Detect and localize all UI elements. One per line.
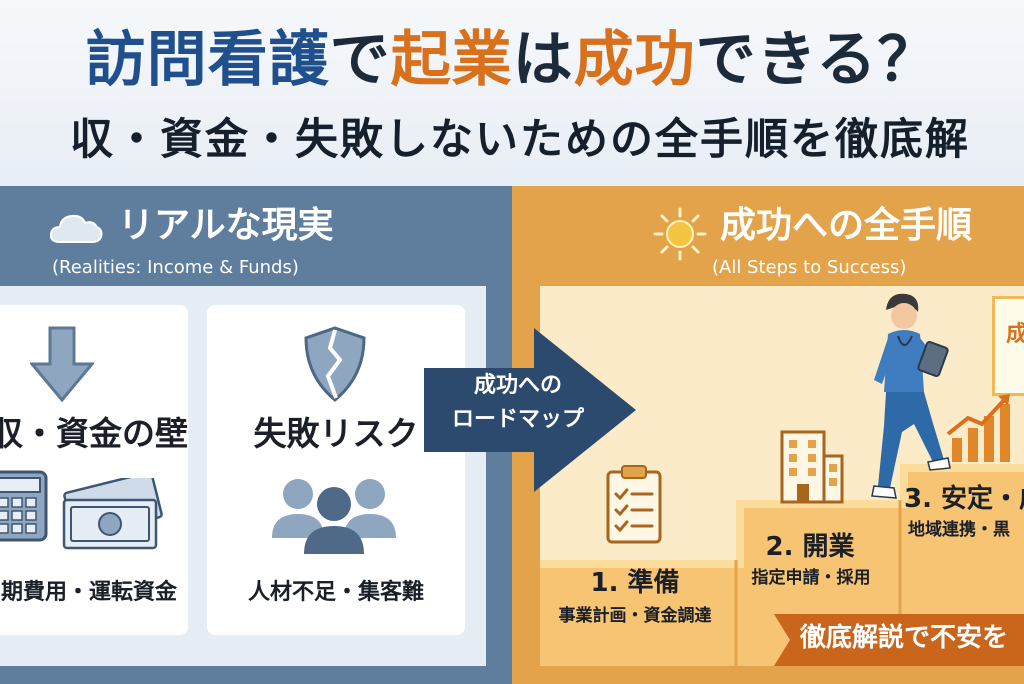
title-part-1: 訪問看護 xyxy=(85,25,330,95)
banknotes-icon xyxy=(62,478,163,550)
page-subtitle: 収・資金・失敗しないための全手順を徹底解 xyxy=(70,115,970,165)
title-part-2: で xyxy=(329,25,391,95)
title-part-4: は xyxy=(512,25,574,95)
step-1-title: 1. 準備 xyxy=(590,568,680,598)
success-sign-text: 成 xyxy=(1006,322,1024,347)
title-part-5: 成功 xyxy=(573,25,696,95)
left-panel-subtitle: (Realities: Income & Funds) xyxy=(52,257,299,278)
growth-chart-icon xyxy=(946,394,1010,462)
header xyxy=(0,0,1024,186)
step-3-desc: 地域連携・黒 xyxy=(908,520,1010,540)
roadmap-arrow-label-2: ロードマップ xyxy=(451,407,584,432)
card-funds-heading: 収・資金の壁 xyxy=(0,414,188,453)
title-part-3: 起業 xyxy=(390,25,513,95)
success-sign xyxy=(992,296,1024,396)
banner-ribbon xyxy=(774,614,1024,666)
nurse-figure xyxy=(871,293,951,499)
cloud-icon xyxy=(49,214,103,243)
calculator-icon xyxy=(0,470,48,542)
roadmap-arrow-label-1: 成功への xyxy=(473,373,562,398)
left-panel-title: リアルな現実 xyxy=(118,205,334,246)
step-2-desc: 指定申請・採用 xyxy=(751,568,871,588)
card-funds-wall xyxy=(0,305,188,635)
step-3-title: 3. 安定・成 xyxy=(904,484,1024,514)
office-building-icon xyxy=(780,430,844,504)
card-risk-caption: 人材不足・集客難 xyxy=(247,580,424,605)
page-title: 訪問看護で起業は成功できる？ xyxy=(0,22,1024,98)
broken-shield-icon xyxy=(304,326,366,402)
people-group-icon xyxy=(272,479,396,554)
right-panel-subtitle: (All Steps to Success) xyxy=(712,257,907,278)
right-panel-title: 成功への全手順 xyxy=(720,205,973,246)
down-arrow-icon xyxy=(30,326,94,402)
clipboard-checklist-icon xyxy=(606,465,662,544)
step-2-title: 2. 開業 xyxy=(765,532,855,562)
card-funds-caption: 期費用・運転資金 xyxy=(0,580,177,605)
title-part-6: できる？ xyxy=(695,25,939,95)
banner-text: 徹底解説で不安を xyxy=(800,623,1009,653)
sun-icon xyxy=(653,207,707,261)
step-1-desc: 事業計画・資金調達 xyxy=(558,606,712,626)
card-risk-heading: 失敗リスク xyxy=(253,414,419,453)
roadmap-arrow xyxy=(424,328,636,492)
